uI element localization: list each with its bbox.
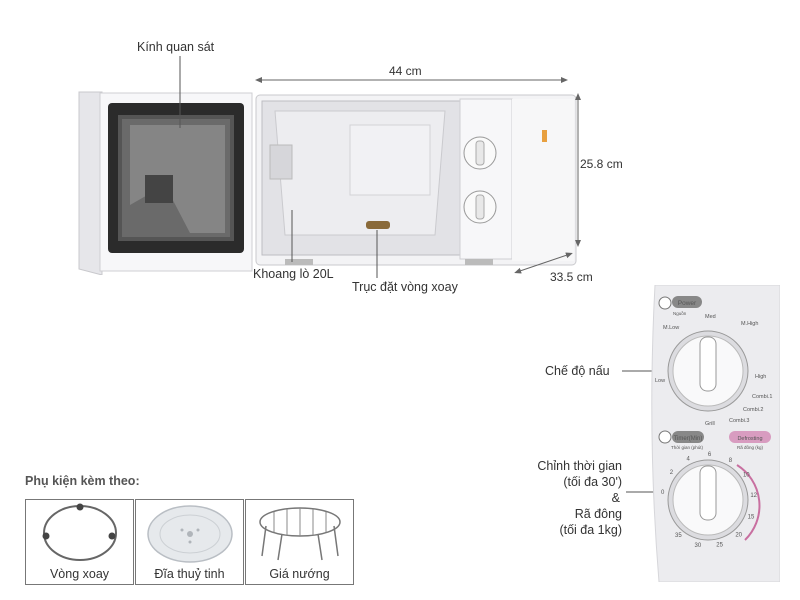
turntable-ring-icon	[42, 503, 117, 561]
accessories-title: Phụ kiện kèm theo:	[25, 474, 140, 488]
power-label: Power	[678, 300, 697, 307]
oven-door	[78, 91, 253, 275]
viewing-window-label: Kính quan sát	[137, 40, 215, 54]
power-setting-combi3: Combi.3	[729, 418, 749, 424]
oven-body	[255, 94, 577, 266]
height-label: 25.8 cm	[580, 157, 623, 171]
power-setting-grill: Grill	[705, 421, 715, 427]
timer-knob[interactable]	[667, 459, 749, 541]
timer-tick-label: 6	[708, 452, 712, 458]
power-sub: Nguồn	[673, 311, 687, 316]
microwave-image	[78, 91, 577, 275]
timer-tick-label: 12	[750, 493, 757, 499]
accessory-turntable-ring: Vòng xoay	[25, 499, 134, 585]
defrost-label: Defrosting	[737, 436, 762, 442]
timer-line-3: &	[611, 491, 620, 505]
cavity-label: Khoang lò 20L	[253, 267, 334, 281]
timer-tick-label: 20	[735, 532, 742, 538]
timer-tick-label: 2	[670, 470, 674, 476]
timer-line-4: Rã đông	[574, 507, 622, 521]
timer-tick-label: 30	[695, 543, 702, 549]
timer-line-1: Chỉnh thời gian	[537, 459, 622, 473]
power-setting-med: Med	[705, 314, 716, 320]
timer-tick-label: 15	[748, 514, 755, 520]
grill-rack-icon	[259, 507, 341, 561]
depth-label: 33.5 cm	[550, 270, 593, 284]
turntable-axis-label: Trục đặt vòng xoay	[352, 280, 458, 294]
control-panel-closeup: Power Nguồn M.Low Med M.High High Combi.…	[651, 285, 780, 582]
accessory-name: Vòng xoay	[49, 567, 110, 581]
timer-defrost-label: Chỉnh thời gian (tối đa 30') & Rã đông (…	[520, 458, 622, 538]
power-knob[interactable]	[667, 330, 749, 412]
accessory-grill-rack: Giá nướng	[245, 499, 354, 585]
depth-dimension-line	[514, 252, 573, 274]
defrost-sub: Rã đông (kg)	[737, 445, 764, 450]
timer-tick-label: 8	[729, 458, 733, 464]
timer-tick-label: 0	[661, 490, 665, 496]
cook-mode-label: Chế độ nấu	[545, 364, 610, 378]
accessory-glass-plate: Đĩa thuỷ tinh	[135, 499, 244, 585]
timer-label: Timer(Min)	[674, 436, 703, 442]
power-setting-mhigh: M.High	[741, 321, 758, 327]
accessory-name: Giá nướng	[269, 567, 330, 581]
width-label: 44 cm	[389, 64, 422, 78]
power-setting-mlow: M.Low	[663, 325, 679, 331]
accessory-name: Đĩa thuỷ tinh	[154, 567, 225, 581]
power-setting-low: Low	[655, 378, 665, 384]
timer-ticks: 0 2 4 6 8 10 12 15 20 25 30 35	[661, 452, 758, 549]
timer-line-5: (tối đa 1kg)	[559, 523, 622, 537]
timer-tick-label: 35	[675, 533, 682, 539]
glass-plate-icon	[147, 505, 233, 563]
power-setting-combi1: Combi.1	[752, 394, 772, 400]
power-setting-high: High	[755, 374, 766, 380]
timer-tick-label: 10	[743, 473, 750, 479]
timer-tick-label: 4	[687, 457, 691, 463]
timer-sub: Thời gian (phút)	[671, 445, 703, 450]
timer-tick-label: 25	[716, 543, 723, 549]
power-setting-combi2: Combi.2	[743, 407, 763, 413]
timer-line-2: (tối đa 30')	[563, 475, 622, 489]
